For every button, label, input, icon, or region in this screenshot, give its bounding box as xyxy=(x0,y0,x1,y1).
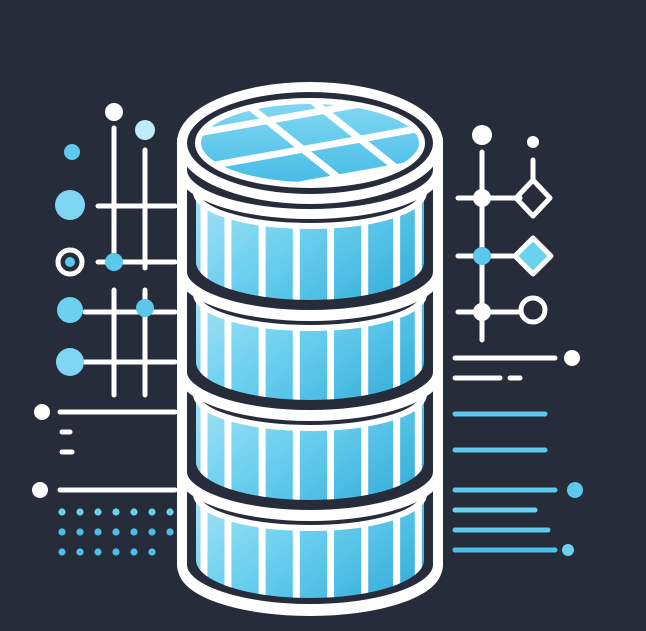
segment-bottom-rim xyxy=(178,564,442,616)
data-dot xyxy=(58,508,66,516)
data-dot xyxy=(94,528,102,536)
segment-inner-rim xyxy=(193,393,427,431)
segment-inner-rim xyxy=(193,493,427,531)
data-dot xyxy=(166,528,174,536)
data-dot xyxy=(94,508,102,516)
lid-grid-line xyxy=(198,101,422,142)
left-circuit-lines xyxy=(82,125,178,398)
data-dot xyxy=(76,548,84,556)
data-dot xyxy=(148,508,156,516)
cylinder-segment xyxy=(177,467,443,616)
left-circuit-nodes xyxy=(32,103,155,498)
segment-rim xyxy=(177,165,443,219)
database-cylinder xyxy=(177,82,443,616)
data-dot xyxy=(112,528,120,536)
data-dot xyxy=(130,508,138,516)
left-data-lines xyxy=(57,409,178,493)
data-dot xyxy=(148,528,156,536)
right-circuit-nodes xyxy=(472,125,583,556)
data-dot xyxy=(112,548,120,556)
data-dot xyxy=(130,528,138,536)
lid-inner xyxy=(195,98,425,188)
data-dot xyxy=(112,508,120,516)
data-dot xyxy=(58,548,66,556)
data-dot xyxy=(76,508,84,516)
segment-rim xyxy=(177,267,443,321)
left-dot-grid xyxy=(58,508,174,556)
data-dot xyxy=(94,548,102,556)
data-dot xyxy=(148,548,156,556)
data-dot xyxy=(130,548,138,556)
segment-rim xyxy=(177,467,443,521)
data-dot xyxy=(58,528,66,536)
data-dot xyxy=(76,528,84,536)
right-data-lines xyxy=(452,355,578,553)
cylinder-lid xyxy=(177,82,443,204)
segment-inner-rim xyxy=(193,293,427,331)
segment-rim xyxy=(177,367,443,421)
segment-inner-rim xyxy=(193,191,427,229)
data-dot xyxy=(166,508,174,516)
